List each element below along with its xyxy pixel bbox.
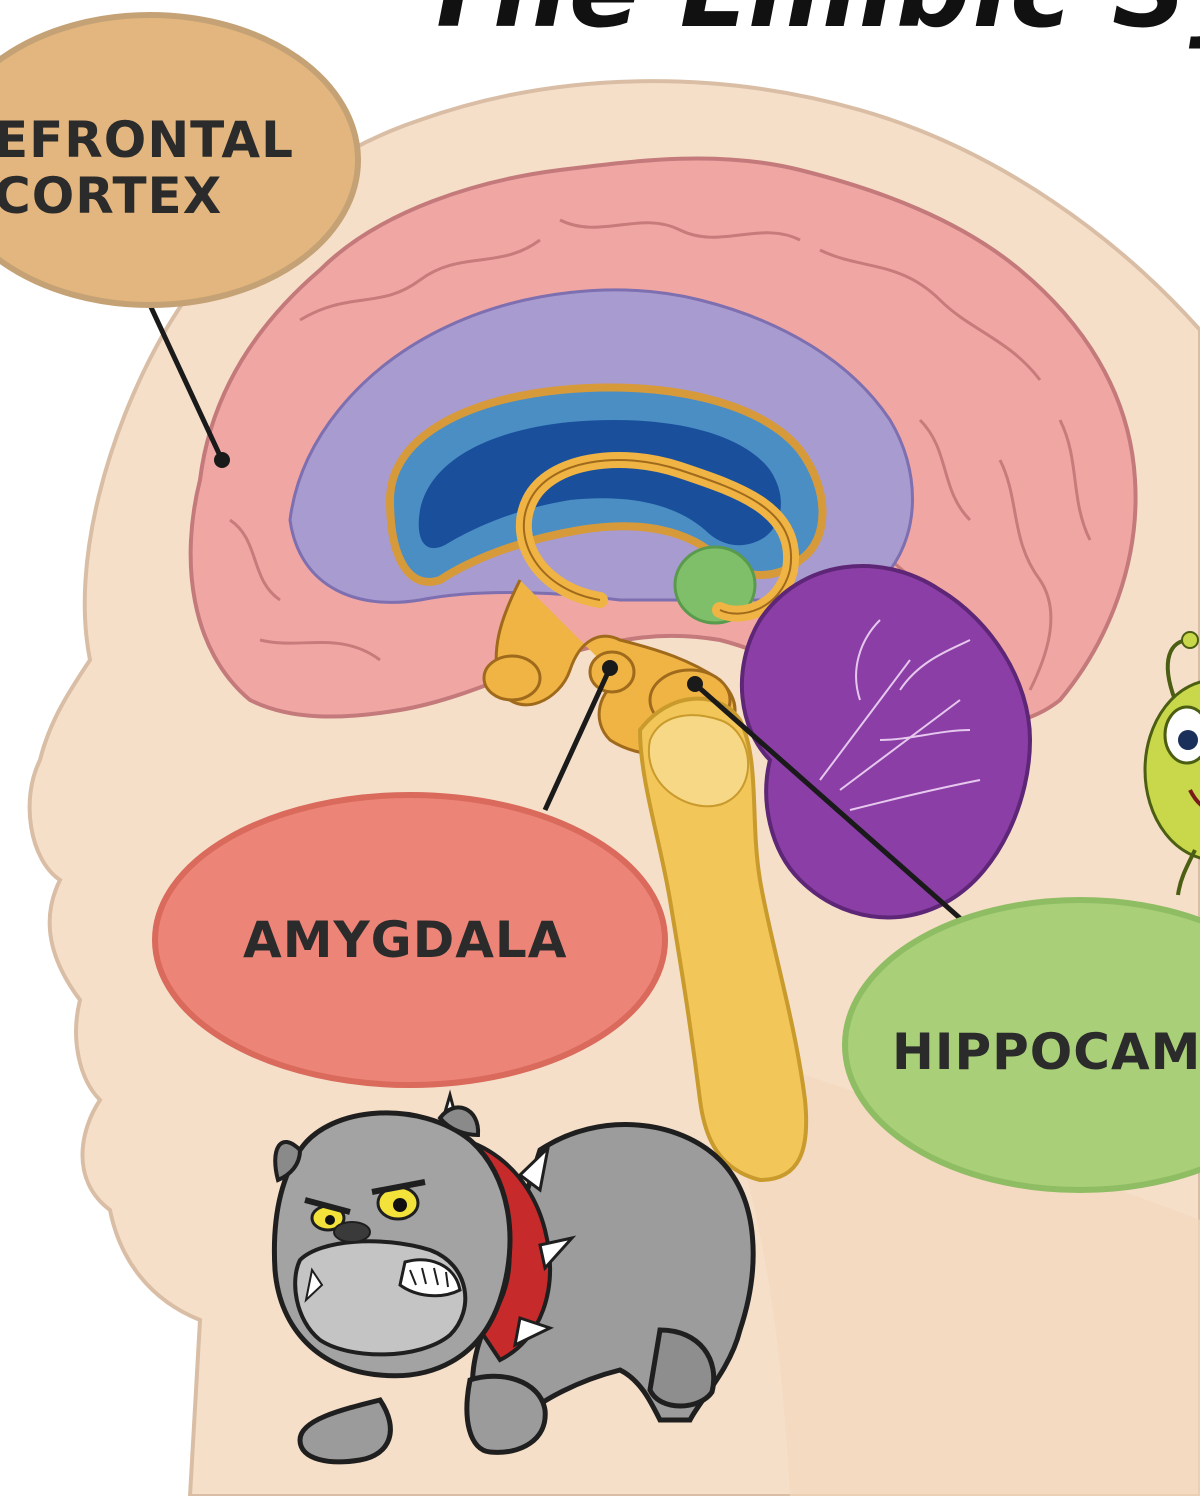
amygdala-label: AMYGDALA <box>243 912 567 968</box>
prefrontal-cortex-label: EFRONTAL CORTEX <box>0 112 294 224</box>
olfactory-bulb <box>484 656 540 700</box>
hippocampus-label: HIPPOCAM <box>892 1024 1200 1080</box>
amygdala-marker <box>602 660 618 676</box>
prefrontal-label-line1: EFRONTAL <box>0 112 294 168</box>
prefrontal-label-line2: CORTEX <box>0 168 294 224</box>
page-title: The Limbic Sy <box>420 0 1200 42</box>
pfc-marker <box>214 452 230 468</box>
hippocampus-marker <box>687 676 703 692</box>
